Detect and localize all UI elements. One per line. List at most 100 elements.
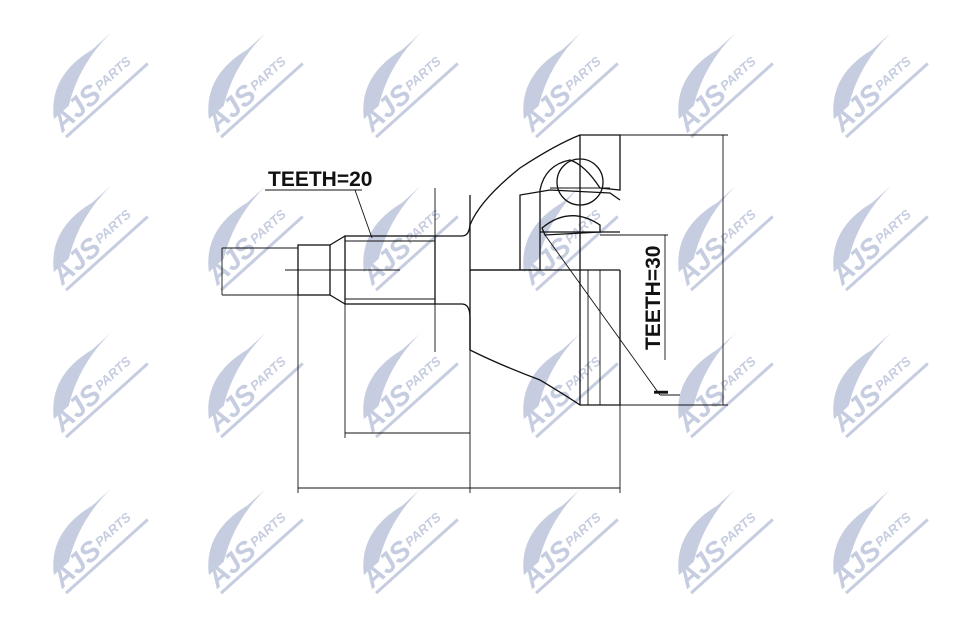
watermark-swoosh: [208, 32, 266, 120]
watermark-swoosh: [523, 32, 581, 120]
watermark-swoosh: [678, 185, 736, 273]
watermark-underline: [845, 62, 929, 139]
watermark-suffix: PARTS: [872, 509, 914, 549]
watermark-swoosh: [833, 32, 891, 120]
watermark-underline: [535, 518, 619, 595]
watermark-underline: [535, 362, 619, 439]
watermark-swoosh: [363, 185, 421, 273]
watermark-swoosh: [523, 488, 581, 576]
watermark-swoosh: [678, 488, 736, 576]
watermark-swoosh: [363, 332, 421, 420]
shaft-stub: [297, 244, 331, 296]
watermark-underline: [535, 62, 619, 139]
watermark-suffix: PARTS: [872, 206, 914, 246]
watermark-underline: [690, 518, 774, 595]
watermark-underline: [690, 362, 774, 439]
watermark-swoosh: [208, 332, 266, 420]
watermark-swoosh: [833, 488, 891, 576]
watermark-suffix: PARTS: [402, 206, 444, 246]
teeth-30-label: TEETH=30: [642, 246, 665, 350]
watermark-underline: [375, 215, 459, 292]
watermark-suffix: PARTS: [247, 509, 289, 549]
watermark-underline: [375, 362, 459, 439]
watermark-underline: [845, 518, 929, 595]
watermark-underline: [220, 62, 304, 139]
joint-outline: [285, 134, 680, 406]
watermark-underline: [845, 215, 929, 292]
watermark-underline: [535, 215, 619, 292]
watermark-suffix: PARTS: [247, 53, 289, 93]
watermark-suffix: PARTS: [872, 353, 914, 393]
watermark-underline: [690, 215, 774, 292]
watermark-suffix: PARTS: [402, 509, 444, 549]
watermark-swoosh: [833, 185, 891, 273]
watermark-suffix: PARTS: [92, 53, 134, 93]
watermark-suffix: PARTS: [92, 353, 134, 393]
watermark-swoosh: [208, 185, 266, 273]
watermark-underline: [220, 362, 304, 439]
dimensions: [221, 134, 728, 493]
watermark-suffix: PARTS: [872, 53, 914, 93]
watermark-swoosh: [363, 32, 421, 120]
watermark-swoosh: [523, 332, 581, 420]
watermark-underline: [845, 362, 929, 439]
watermark-underline: [690, 62, 774, 139]
watermark-suffix: PARTS: [247, 206, 289, 246]
watermark-swoosh: [833, 332, 891, 420]
watermark-swoosh: [208, 488, 266, 576]
watermark-suffix: PARTS: [247, 353, 289, 393]
watermark-swoosh: [53, 488, 111, 576]
watermark-swoosh: [678, 332, 736, 420]
bell-housing: [469, 270, 621, 406]
watermark-suffix: PARTS: [717, 509, 759, 549]
watermark-suffix: PARTS: [402, 353, 444, 393]
watermark-swoosh: [53, 332, 111, 420]
watermark-underline: [65, 215, 149, 292]
watermark-swoosh: [678, 32, 736, 120]
watermark-underline: [375, 518, 459, 595]
watermark-underline: [220, 518, 304, 595]
watermark-suffix: PARTS: [402, 53, 444, 93]
marker-label: I: [651, 389, 673, 395]
watermark-underline: [220, 215, 304, 292]
watermark-underline: [65, 62, 149, 139]
watermark-suffix: PARTS: [717, 53, 759, 93]
watermark-suffix: PARTS: [562, 206, 604, 246]
watermark-suffix: PARTS: [92, 509, 134, 549]
watermark-swoosh: [53, 185, 111, 273]
watermark-suffix: PARTS: [562, 353, 604, 393]
watermark-swoosh: [363, 488, 421, 576]
watermark-swoosh: [53, 32, 111, 120]
watermark-underline: [375, 62, 459, 139]
watermark-underline: [65, 518, 149, 595]
watermark-suffix: PARTS: [562, 53, 604, 93]
teeth-20-label: TEETH=20: [268, 168, 372, 191]
watermark-underline: [65, 362, 149, 439]
watermark-swoosh: [523, 185, 581, 273]
